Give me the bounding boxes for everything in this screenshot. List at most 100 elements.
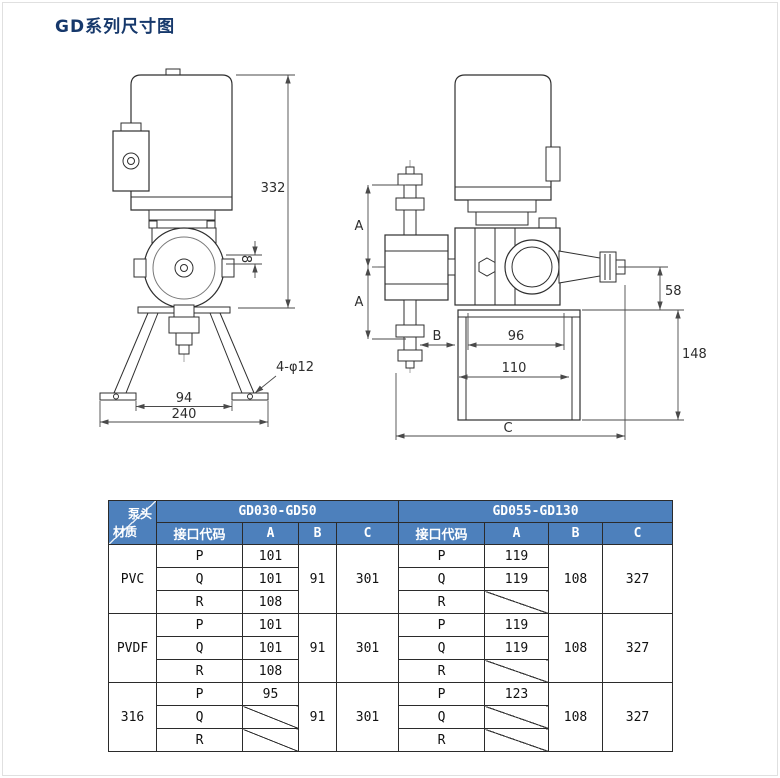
value-cell-c: 301 xyxy=(336,682,399,752)
dim-a-upper: A xyxy=(355,184,406,268)
value-cell-a: 95 xyxy=(242,682,299,706)
dim-240: 240 xyxy=(99,401,269,427)
col-header-b-left: B xyxy=(298,522,337,545)
code-cell: Q xyxy=(398,567,485,591)
dim-label-height: 332 xyxy=(261,181,286,196)
value-cell-a: 119 xyxy=(484,567,549,591)
code-cell: P xyxy=(398,682,485,706)
value-cell-b: 108 xyxy=(548,544,603,614)
suction-valve-front xyxy=(168,304,200,355)
value-cell-a: 108 xyxy=(242,659,299,683)
value-cell-a: 119 xyxy=(484,544,549,568)
value-cell-a: 119 xyxy=(484,613,549,637)
dim-label-58: 58 xyxy=(665,284,682,299)
dim-label-c: C xyxy=(503,421,512,436)
code-cell: P xyxy=(398,544,485,568)
motor-front xyxy=(130,68,233,211)
corner-top-label: 泵头 xyxy=(127,507,152,521)
col-header-a-right: A xyxy=(484,522,549,545)
table-row: R 108 R xyxy=(109,659,673,683)
value-cell-a-na xyxy=(484,705,549,729)
group-header-gd030-gd50: GD030-GD50 xyxy=(156,500,399,523)
col-header-b-right: B xyxy=(548,522,603,545)
value-cell-a-na xyxy=(242,705,299,729)
value-cell-a: 101 xyxy=(242,544,299,568)
value-cell-b: 91 xyxy=(298,613,337,683)
dim-94: 94 xyxy=(135,391,233,411)
table-row: PVC P 101 91 301 P 119 108 327 xyxy=(108,544,673,614)
motor-side xyxy=(454,74,561,201)
col-header-code-left: 接口代码 xyxy=(156,522,243,545)
dim-label-inner-width: 94 xyxy=(176,391,193,406)
code-cell: R xyxy=(156,728,243,752)
code-cell: Q xyxy=(398,705,485,729)
table-row: R 108 R xyxy=(109,590,673,614)
value-cell-a: 101 xyxy=(242,613,299,637)
value-cell-b: 91 xyxy=(298,682,337,752)
value-cell-a: 123 xyxy=(484,682,549,706)
value-cell-b: 91 xyxy=(298,544,337,614)
value-cell-a-na xyxy=(484,728,549,752)
page-title: GD系列尺寸图 xyxy=(55,17,176,37)
code-cell: Q xyxy=(156,567,243,591)
value-cell-a: 101 xyxy=(242,567,299,591)
value-cell-a: 119 xyxy=(484,636,549,660)
dim-mounting-holes: 4-φ12 xyxy=(254,360,314,394)
dim-label-96: 96 xyxy=(508,329,525,344)
material-cell-pvdf: PVDF xyxy=(108,613,157,683)
dim-label-a2: A xyxy=(355,295,364,310)
material-cell-316: 316 xyxy=(108,682,157,752)
corner-diagonal xyxy=(109,501,156,544)
dim-8: 8 xyxy=(226,241,262,278)
col-header-a-left: A xyxy=(242,522,299,545)
value-cell-a: 108 xyxy=(242,590,299,614)
code-cell: Q xyxy=(398,636,485,660)
code-cell: R xyxy=(398,590,485,614)
table-row: 316 P 95 91 301 P 123 108 327 xyxy=(108,682,673,752)
col-header-c-right: C xyxy=(602,522,673,545)
pump-head-clamp xyxy=(504,239,560,295)
dim-b: B xyxy=(420,329,455,348)
group-header-gd055-gd130: GD055-GD130 xyxy=(398,500,673,523)
terminal-box xyxy=(112,122,150,192)
dim-label-110: 110 xyxy=(502,361,527,376)
dim-110: 110 xyxy=(459,361,569,380)
code-cell: R xyxy=(398,728,485,752)
corner-bottom-label: 材质 xyxy=(113,525,138,539)
value-cell-b: 108 xyxy=(548,613,603,683)
dimension-table: 泵头 材质 GD030-GD50 GD055-GD130 接口代码 A B C … xyxy=(108,500,673,752)
code-cell: P xyxy=(156,613,243,637)
front-view-drawing: 332 8 94 240 4-φ12 xyxy=(99,68,314,427)
dim-label-holes: 4-φ12 xyxy=(276,360,314,375)
valve-column xyxy=(384,166,456,369)
code-cell: P xyxy=(156,544,243,568)
base-pedestal xyxy=(457,309,581,421)
code-cell: P xyxy=(156,682,243,706)
corner-header: 泵头 材质 xyxy=(108,500,157,545)
dim-label-head: 8 xyxy=(238,255,253,263)
dim-96: 96 xyxy=(467,313,565,350)
motor-adapter xyxy=(148,209,216,229)
dim-label-b: B xyxy=(433,329,442,344)
dim-label-outer-width: 240 xyxy=(172,407,197,422)
dim-label-a1: A xyxy=(355,219,364,234)
value-cell-c: 301 xyxy=(336,613,399,683)
code-cell: Q xyxy=(156,705,243,729)
dim-148: 148 xyxy=(582,309,707,421)
table-row: Q 101 Q 119 xyxy=(109,636,673,660)
motor-adapter-side xyxy=(467,199,557,229)
value-cell-c: 327 xyxy=(602,613,673,683)
value-cell-c: 301 xyxy=(336,544,399,614)
value-cell-a: 101 xyxy=(242,636,299,660)
code-cell: R xyxy=(156,659,243,683)
pump-head-front xyxy=(133,227,235,309)
adjustment-knob xyxy=(558,250,626,284)
value-cell-c: 327 xyxy=(602,682,673,752)
code-cell: P xyxy=(398,613,485,637)
table-row: R R xyxy=(109,728,673,752)
col-header-code-right: 接口代码 xyxy=(398,522,485,545)
dim-58: 58 xyxy=(618,266,682,310)
table-row: Q 101 Q 119 xyxy=(109,567,673,591)
material-cell-pvc: PVC xyxy=(108,544,157,614)
side-view-drawing: A A B 96 110 58 148 C xyxy=(355,74,707,440)
